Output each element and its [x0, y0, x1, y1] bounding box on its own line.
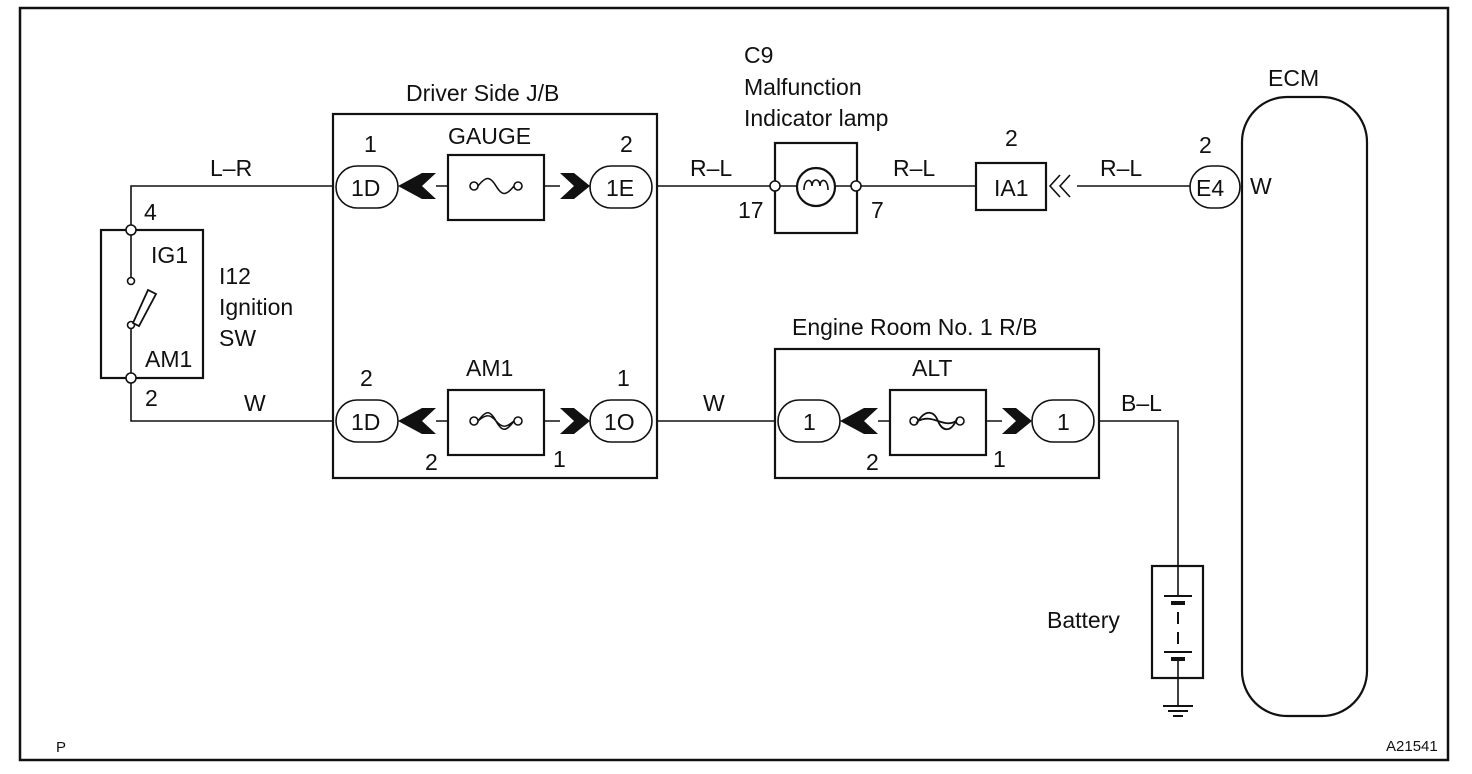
connector-e4-label: E4	[1196, 175, 1224, 201]
engine-rb-connector-left-label: 1	[803, 409, 816, 435]
ignition-pin-top: 4	[144, 199, 157, 225]
connector-1d-top	[335, 165, 399, 209]
lamp-filament-icon	[803, 179, 829, 191]
connector-arrow-right-icon	[560, 173, 590, 199]
footer-left-code: P	[56, 739, 66, 756]
driver-jb-pin-inner-left: 2	[425, 449, 438, 475]
gauge-fuse-label: GAUGE	[448, 123, 531, 149]
mil-pin-left: 17	[738, 197, 764, 223]
battery-label: Battery	[1047, 607, 1120, 633]
chevron-left-icon	[1048, 174, 1061, 198]
ig1-label: IG1	[151, 242, 188, 268]
connector-arrow-right-icon	[1002, 408, 1032, 434]
ecm-pin: 2	[1199, 132, 1212, 158]
ignition-switch-body	[99, 228, 205, 380]
gauge-fuse-terminal-right	[513, 181, 523, 191]
wire-rl-2-label: R–L	[893, 155, 935, 181]
connector-1d-top-label: 1D	[351, 175, 380, 201]
ecm: ECM E4 2 W	[1189, 65, 1369, 718]
engine-rb-pin-right: 1	[993, 446, 1006, 472]
driver-jb-pin-inner-right: 1	[553, 446, 566, 472]
alt-fuse-icon	[915, 411, 959, 431]
switch-contact-top	[126, 276, 136, 286]
connector-1o-label: 1O	[604, 409, 635, 435]
am1-terminal	[125, 372, 137, 384]
wire-bl	[1097, 420, 1179, 566]
ia1-box	[974, 161, 1048, 212]
engine-rb-connector-right-label: 1	[1057, 409, 1070, 435]
connector-1o	[589, 399, 653, 443]
ignition-name-line1: Ignition	[219, 294, 293, 320]
wire-rl-3-label: R–L	[1100, 155, 1142, 181]
connector-1d-bottom-label: 1D	[351, 409, 380, 435]
mil-terminal-left	[769, 180, 781, 192]
driver-jb-pin-top-right: 2	[620, 131, 633, 157]
connector-e4	[1189, 165, 1241, 209]
ecm-wire-color: W	[1250, 173, 1272, 199]
mil-terminal-right	[850, 180, 862, 192]
mil-pin-right: 7	[871, 197, 884, 223]
wire-w-right-label: W	[703, 390, 725, 416]
battery: Battery	[1047, 564, 1205, 717]
engine-rb-title: Engine Room No. 1 R/B	[792, 314, 1037, 340]
diagram-frame	[18, 6, 1450, 762]
connector-arrow-left-icon	[398, 173, 436, 199]
wire-bl-label: B–L	[1121, 390, 1162, 416]
junction-ia1: IA1 2	[974, 125, 1071, 212]
wire-rl-1-label: R–L	[690, 155, 732, 181]
wire-lr-label: L–R	[210, 155, 252, 181]
driver-jb-title: Driver Side J/B	[406, 80, 559, 106]
driver-jb-pin-top-left: 1	[364, 131, 377, 157]
ecm-title: ECM	[1268, 65, 1319, 91]
figure-id: A21541	[1386, 738, 1438, 755]
engine-rb-connector-right	[1031, 399, 1095, 443]
engine-room-rb: Engine Room No. 1 R/B 1 ALT 1 2 1	[773, 314, 1101, 480]
wires	[130, 185, 1190, 706]
mil-name-line2: Indicator lamp	[744, 105, 888, 131]
mil-ref: C9	[744, 42, 773, 68]
engine-rb-pin-left: 2	[866, 449, 879, 475]
gauge-fuse-terminal-left	[469, 181, 479, 191]
connector-1e-label: 1E	[606, 175, 634, 201]
ignition-switch: IG1 AM1 4 2 I12 Ignition SW	[99, 199, 293, 411]
wire-w-left	[130, 378, 338, 422]
ignition-name-line2: SW	[219, 325, 256, 351]
driver-jb-pin-bottom-right: 1	[617, 365, 630, 391]
ground-icon	[1163, 705, 1193, 717]
am1-fuse-terminal-left	[469, 416, 479, 426]
connector-arrow-left-icon	[398, 408, 436, 434]
ignition-ref: I12	[219, 263, 251, 289]
switch-blade-icon	[131, 288, 158, 328]
connector-arrow-right-icon	[560, 408, 590, 434]
ig1-terminal	[125, 224, 137, 236]
alt-fuse-terminal-right	[955, 416, 965, 426]
mil-name-line1: Malfunction	[744, 74, 862, 100]
driver-side-jb: Driver Side J/B 1D GAUGE 1E 1 2 1D AM1 1…	[331, 80, 659, 480]
connector-arrow-left-icon	[840, 408, 878, 434]
am1-fuse-terminal-right	[513, 416, 523, 426]
wire-w-left-label: W	[244, 390, 266, 416]
alt-fuse-label: ALT	[912, 355, 952, 381]
ignition-pin-bottom: 2	[145, 385, 158, 411]
am1-label: AM1	[145, 346, 192, 372]
alt-fuse-terminal-left	[909, 416, 919, 426]
gauge-fuse-icon	[477, 177, 515, 195]
chevron-left-icon	[1058, 174, 1071, 198]
ecm-body	[1240, 95, 1369, 718]
am1-fuse-label: AM1	[466, 355, 513, 381]
ia1-label: IA1	[994, 175, 1029, 201]
am1-fuse-icon-inner	[477, 414, 515, 428]
lamp-bulb-icon	[795, 166, 837, 208]
malfunction-indicator-lamp: C9 Malfunction Indicator lamp 17 7	[738, 42, 888, 235]
connector-1e	[589, 165, 653, 209]
wire-lr	[130, 185, 338, 229]
driver-jb-pin-bottom-left: 2	[360, 365, 373, 391]
ia1-pin: 2	[1005, 125, 1018, 151]
